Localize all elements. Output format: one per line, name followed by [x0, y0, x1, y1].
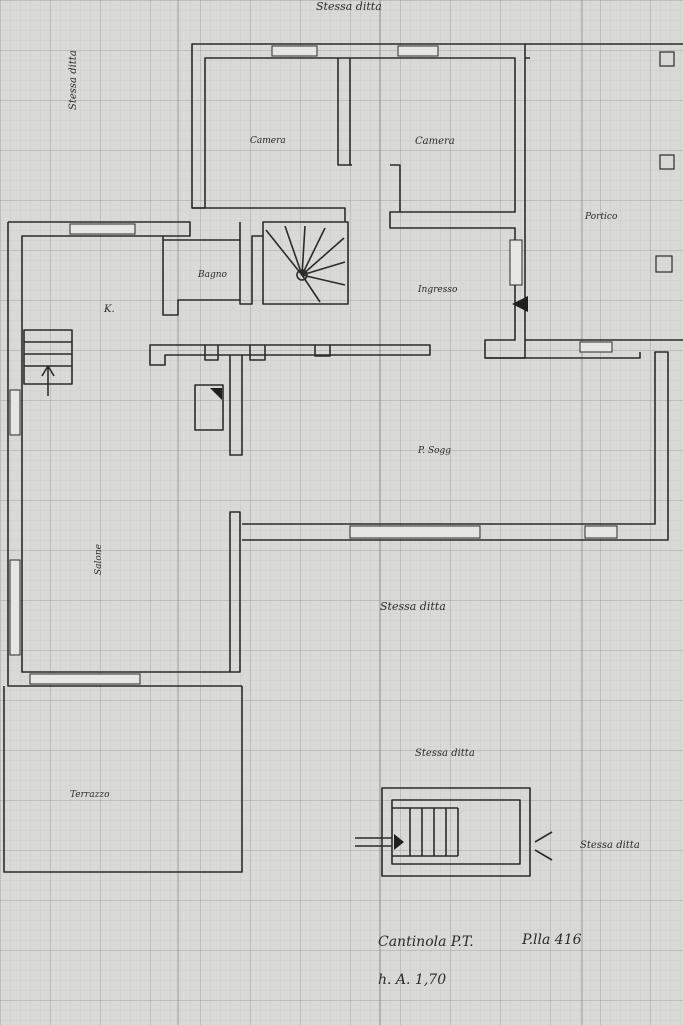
window-kitchen-left — [9, 389, 21, 436]
footer-title-label: Cantinola P.T. — [378, 934, 474, 950]
cantinola-arrow-icon — [394, 834, 404, 850]
center-note-label: Stessa ditta — [380, 600, 446, 613]
portico-pillar-3 — [655, 255, 673, 273]
window-camera1-top — [271, 45, 318, 57]
cantinola-outer-wall — [381, 787, 531, 877]
window-ingresso-right — [509, 239, 523, 286]
room-label-camera-2: Camera — [415, 136, 455, 147]
terrace-outline — [3, 686, 243, 873]
room-label-p-sogg: P. Sogg — [418, 446, 452, 456]
portico-outline — [525, 43, 683, 341]
kitchen-block-outer-wall — [7, 221, 242, 687]
room-label-k: K. — [104, 304, 115, 315]
room-label-terrazzo: Terrazzo — [70, 790, 110, 800]
corridor-wall — [149, 344, 431, 366]
portico-pillar-2 — [659, 154, 675, 170]
window-salone-left — [9, 559, 21, 656]
window-portico-bottom — [579, 341, 613, 353]
camera-division-wall — [337, 58, 352, 166]
room-label-bagno: Bagno — [198, 270, 227, 280]
cantinola-inner-wall — [391, 799, 521, 865]
window-kitchen-top — [69, 223, 136, 235]
top-note-label: Stessa ditta — [316, 0, 382, 13]
window-camera2-top — [397, 45, 439, 57]
chimney-arrow-icon — [210, 388, 222, 400]
kitchen-stair-treads — [24, 341, 72, 396]
corridor-pillars — [204, 345, 331, 361]
p-sogg-partition — [229, 355, 243, 456]
lower-note-label: Stessa ditta — [415, 748, 475, 759]
room-label-salone: Salone — [94, 544, 104, 575]
room-label-ingresso: Ingresso — [418, 285, 458, 295]
window-p-sogg-right — [584, 525, 618, 539]
spiral-stair-core — [296, 269, 308, 281]
room-label-portico: Portico — [585, 212, 618, 222]
p-sogg-right-wall — [485, 352, 641, 359]
spiral-stair-treads — [265, 225, 346, 303]
chimney-box — [194, 384, 224, 431]
p-sogg-outer-wall — [242, 351, 669, 541]
spiral-stair-box — [262, 221, 349, 305]
cantinola-stair-treads — [392, 807, 459, 857]
footer-height-label: h. A. 1,70 — [378, 972, 447, 988]
window-salone-bottom — [29, 673, 141, 685]
window-p-sogg-bottom — [349, 525, 481, 539]
footer-plot-label: P.lla 416 — [522, 932, 582, 948]
portico-pillar-1 — [659, 51, 675, 67]
camera2-wall — [390, 164, 401, 212]
left-note-label: Stessa ditta — [68, 50, 79, 110]
entrance-arrow-icon — [512, 296, 528, 312]
cantinola-entry-arrow — [355, 837, 392, 847]
bagno-wall — [162, 236, 240, 316]
right-note-label: Stessa ditta — [580, 840, 640, 851]
room-label-camera-1: Camera — [250, 136, 286, 146]
stair-hall-wall — [192, 207, 346, 305]
dimension-tick-right — [534, 831, 553, 861]
